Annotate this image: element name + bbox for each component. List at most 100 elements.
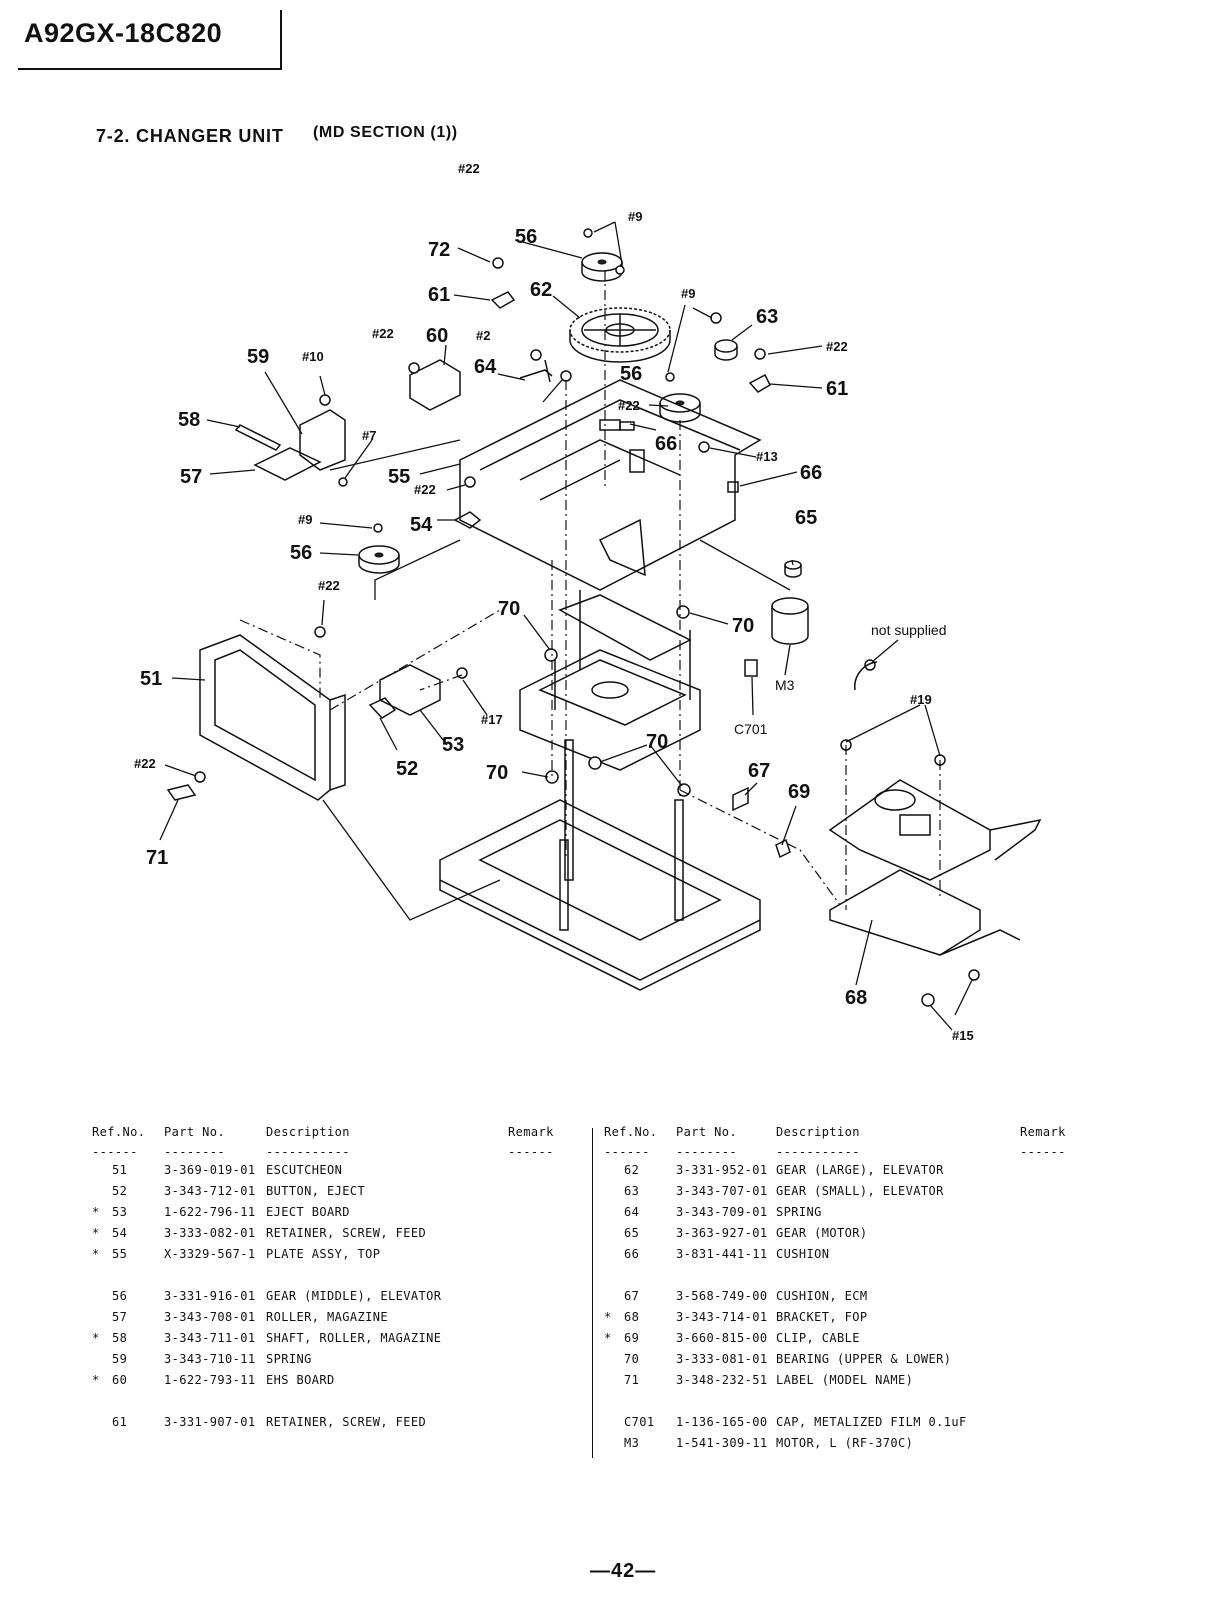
mechanism-assy xyxy=(519,590,701,771)
cell-ref: 51 xyxy=(112,1163,128,1177)
label-s9c: #9 xyxy=(298,512,312,527)
header-rule: ----------- xyxy=(776,1145,860,1159)
col-part-header: Part No. xyxy=(164,1125,225,1139)
motor-m3 xyxy=(771,597,809,645)
cell-desc: ROLLER, MAGAZINE xyxy=(266,1310,388,1324)
col-remark-header: Remark xyxy=(508,1125,554,1139)
cushion-ecm-67 xyxy=(732,786,749,812)
cell-ref: 69 xyxy=(624,1331,640,1345)
label-53: 53 xyxy=(442,734,464,756)
cell-mark: * xyxy=(92,1226,100,1240)
cell-part: 3-331-916-01 xyxy=(164,1289,256,1303)
label-71: 71 xyxy=(146,847,168,869)
cell-ref: 68 xyxy=(624,1310,640,1324)
cell-ref: 58 xyxy=(112,1331,128,1345)
table-header-rule: ------ -------- ----------- ------ xyxy=(92,1145,572,1163)
label-s22g: #22 xyxy=(134,756,156,771)
optical-pickup-assy xyxy=(828,779,1042,881)
label-66b: 66 xyxy=(800,462,822,484)
label-64: 64 xyxy=(474,356,497,378)
cell-part: 3-343-710-11 xyxy=(164,1352,256,1366)
label-s22f: #22 xyxy=(318,578,340,593)
label-s7: #7 xyxy=(362,428,376,443)
table-row: * 60 1-622-793-11 EHS BOARD xyxy=(92,1373,572,1394)
cell-ref: 60 xyxy=(112,1373,128,1387)
cell-mark: * xyxy=(92,1373,100,1387)
label-s19: #19 xyxy=(910,692,932,707)
label-s9a: #9 xyxy=(628,209,642,224)
section-subtitle: (MD SECTION (1)) xyxy=(313,124,458,141)
label-not-supplied: not supplied xyxy=(871,622,947,638)
col-ref-header: Ref.No. xyxy=(604,1125,658,1139)
cell-desc: BEARING (UPPER & LOWER) xyxy=(776,1352,952,1366)
cell-ref: 66 xyxy=(624,1247,640,1261)
header-rule: -------- xyxy=(676,1145,737,1159)
label-61a: 61 xyxy=(428,284,450,306)
cell-desc: SPRING xyxy=(266,1352,312,1366)
cell-ref: 57 xyxy=(112,1310,128,1324)
cell-ref: 56 xyxy=(112,1289,128,1303)
cell-desc: LABEL (MODEL NAME) xyxy=(776,1373,914,1387)
label-c701: C701 xyxy=(734,721,768,737)
retainer-54 xyxy=(453,511,482,529)
table-row-gap xyxy=(92,1394,572,1415)
label-62: 62 xyxy=(530,279,552,301)
label-58: 58 xyxy=(178,409,200,431)
label-52: 52 xyxy=(396,758,418,780)
gear-63-small xyxy=(714,339,738,361)
cell-mark: * xyxy=(92,1205,100,1219)
cell-desc: CLIP, CABLE xyxy=(776,1331,860,1345)
plate-assy-top-55 xyxy=(459,379,762,591)
retainer-61 xyxy=(490,291,771,393)
cell-part: 3-331-907-01 xyxy=(164,1415,256,1429)
shaft-58 xyxy=(234,424,282,451)
label-s17: #17 xyxy=(481,712,503,727)
label-s22-top: #22 xyxy=(458,161,480,176)
eject-board-53 xyxy=(379,664,441,716)
col-remark-header: Remark xyxy=(1020,1125,1066,1139)
cell-desc: CUSHION, ECM xyxy=(776,1289,868,1303)
table-header: Ref.No. Part No. Description Remark xyxy=(92,1125,572,1145)
cell-ref: 55 xyxy=(112,1247,128,1261)
label-s22b: #22 xyxy=(826,339,848,354)
table-row-gap xyxy=(92,1268,572,1289)
cell-ref: 64 xyxy=(624,1205,640,1219)
cell-part: 3-369-019-01 xyxy=(164,1163,256,1177)
cell-part: 3-363-927-01 xyxy=(676,1226,768,1240)
label-70b: 70 xyxy=(732,615,754,637)
gear-56-top xyxy=(581,252,623,282)
label-57: 57 xyxy=(180,466,202,488)
col-desc-header: Description xyxy=(776,1125,860,1139)
cell-part: 1-136-165-00 xyxy=(676,1415,768,1429)
cell-part: 3-348-232-51 xyxy=(676,1373,768,1387)
cell-part: 3-343-707-01 xyxy=(676,1184,768,1198)
label-67: 67 xyxy=(748,760,770,782)
cell-part: 1-622-793-11 xyxy=(164,1373,256,1387)
label-54: 54 xyxy=(410,514,433,536)
label-s22d: #22 xyxy=(618,398,640,413)
bracket-fop-68 xyxy=(829,869,1021,956)
cell-desc: EJECT BOARD xyxy=(266,1205,350,1219)
cell-part: 3-343-714-01 xyxy=(676,1310,768,1324)
cell-desc: EHS BOARD xyxy=(266,1373,335,1387)
spring-64 xyxy=(519,359,553,383)
cell-part: 3-660-815-00 xyxy=(676,1331,768,1345)
cell-ref: 67 xyxy=(624,1289,640,1303)
roller-57 xyxy=(253,447,322,481)
